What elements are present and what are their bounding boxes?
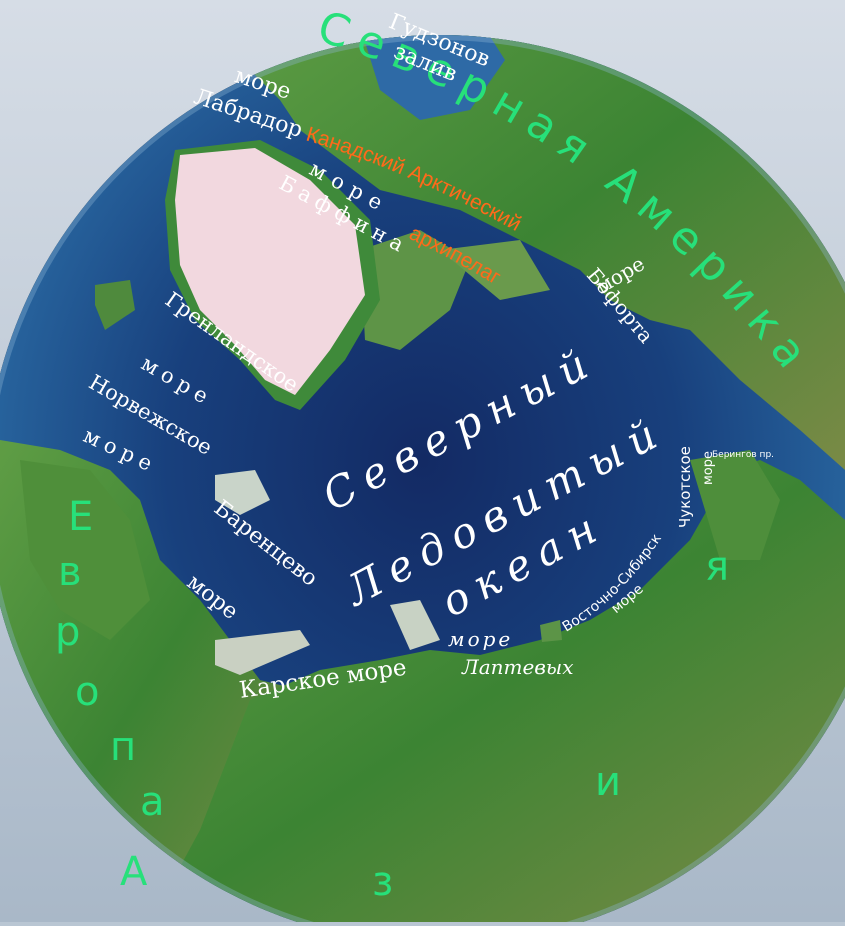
letter: з [372,859,393,905]
asia-land [150,460,845,922]
letter: и [595,759,621,805]
letter: в [58,549,82,595]
letter: а [140,779,165,825]
novaya-zemlya [215,630,310,675]
hudson-bay [355,35,505,120]
letter: п [110,724,136,770]
svalbard [215,470,270,515]
iceland [95,280,135,330]
greenland-ice [175,148,365,395]
globe-rim [0,35,845,926]
letter: р [55,609,80,655]
archipelago-island [440,240,550,300]
chukotka [690,450,780,560]
label-chukchi-1: Чукотское [676,446,694,528]
label-laptev-1: море [448,627,513,651]
label-bering-strait: Берингов пр. [712,450,774,460]
severnaya-zemlya [390,600,440,650]
letter: Е [68,494,93,540]
north-america-land [230,35,845,470]
new-siberian-islands [540,620,562,642]
letter: о [75,669,99,715]
label-laptev-2: Лаптевых [461,655,574,679]
label-chukchi-2: море [701,451,716,485]
archipelago-island [360,230,470,350]
letter: я [705,544,729,590]
letter: А [120,849,148,895]
scandinavia [20,460,150,640]
